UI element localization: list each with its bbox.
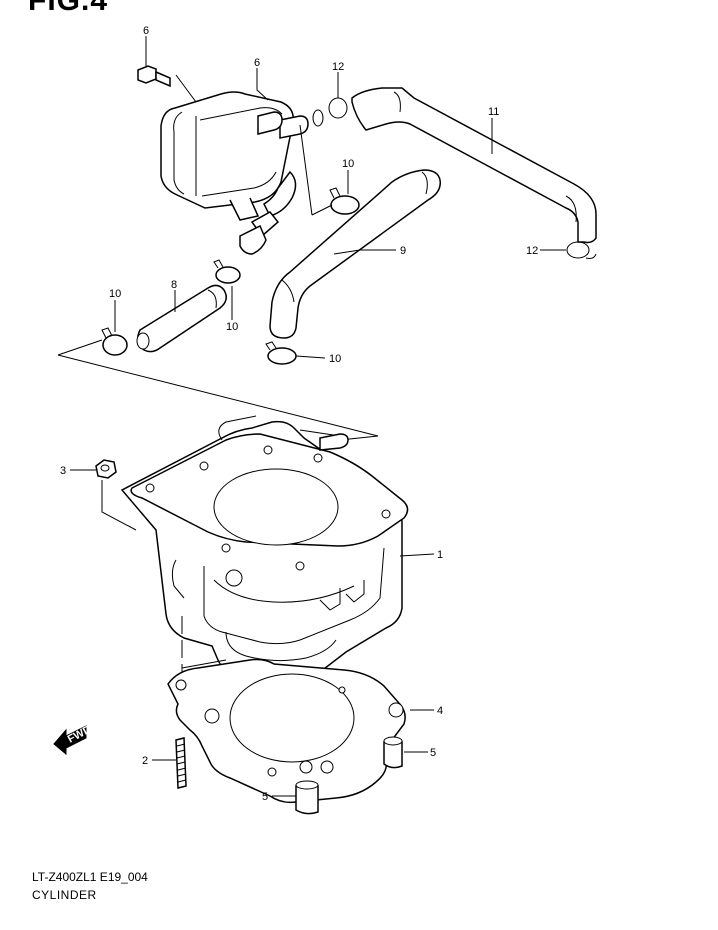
callout-leaders [70, 36, 566, 797]
callout-12-lower: 12 [526, 245, 538, 257]
part-o-ring-lower [566, 241, 597, 259]
part-clamp-c [101, 327, 128, 356]
callout-3: 3 [60, 465, 66, 477]
callout-6: 6 [254, 57, 260, 69]
figure-caption: CYLINDER [32, 888, 97, 902]
callout-10-c: 10 [109, 288, 121, 300]
part-clamp-d [265, 341, 297, 365]
fwd-label: FWD [66, 723, 94, 745]
callout-labels: 6 6 12 11 10 12 9 8 10 10 10 3 1 4 2 5 5 [60, 25, 538, 803]
forward-direction-arrow: FWD [53, 723, 94, 756]
callout-4: 4 [437, 705, 443, 717]
figure-code: LT-Z400ZL1 E19_004 [32, 870, 148, 884]
callout-5-b: 5 [262, 791, 268, 803]
callout-5-a: 5 [430, 747, 436, 759]
part-valve-body [160, 91, 309, 255]
part-clamp-b [213, 259, 241, 284]
gasket-guide-line [181, 659, 227, 669]
part-cylinder [120, 415, 409, 685]
figure-title: FIG.4 [28, 0, 109, 17]
callout-11: 11 [488, 106, 499, 118]
assembly-guide-lines [57, 74, 379, 441]
part-hose-long [351, 87, 597, 244]
callout-10-b: 10 [226, 321, 238, 333]
part-stud [175, 737, 187, 789]
part-gasket [167, 658, 406, 804]
callout-7: 6 [143, 25, 149, 37]
callout-9: 9 [400, 245, 406, 257]
part-dowel-pin-a [383, 736, 403, 769]
callout-8: 8 [171, 279, 177, 291]
part-o-ring-upper [312, 97, 348, 127]
callout-2: 2 [142, 755, 148, 767]
callout-10-a: 10 [342, 158, 354, 170]
part-bolt [137, 65, 171, 88]
part-hose-mid [269, 169, 441, 339]
part-clamp-a [329, 187, 360, 215]
callout-12-upper: 12 [332, 61, 344, 73]
part-hose-short [136, 284, 227, 353]
callout-1: 1 [437, 549, 443, 561]
part-dowel-pin-b [295, 780, 319, 815]
callout-10-d: 10 [329, 353, 341, 365]
part-nut [95, 459, 137, 531]
